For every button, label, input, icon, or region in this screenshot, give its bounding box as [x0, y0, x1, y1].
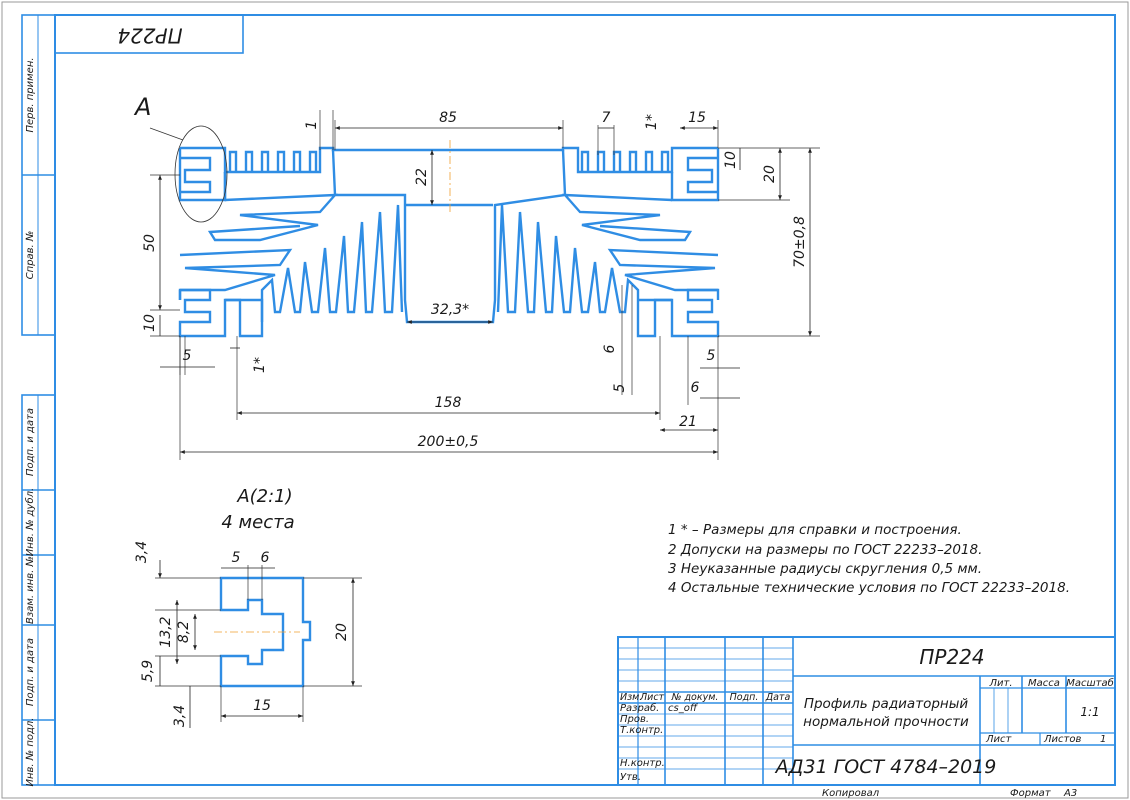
- dim-20-right: 20: [762, 165, 778, 183]
- side-strip-labels: Перв. примен. Справ. № Подп. и дата Инв.…: [24, 57, 36, 786]
- detail-a-profile: [214, 576, 312, 688]
- detail-dim-20: 20: [334, 623, 350, 641]
- tb-format-label: Формат: [1010, 788, 1052, 799]
- side-label-dubl: Инв. № дубл.: [24, 488, 36, 556]
- detail-dim-3-4-top: 3,4: [134, 541, 150, 563]
- detail-count: 4 места: [221, 512, 294, 533]
- detail-dim-6: 6: [261, 550, 270, 566]
- detail-a-dimension-labels: 3,4 5 6 13,2 8,2 20 5,9 3,4 15: [134, 541, 350, 727]
- detail-dim-5: 5: [232, 550, 241, 566]
- detail-callout-a: А: [133, 93, 151, 121]
- note-1: 1 * – Размеры для справки и построения.: [668, 522, 962, 538]
- tb-material: АД31 ГОСТ 4784–2019: [774, 756, 997, 778]
- dim-5-b: 5: [707, 348, 716, 364]
- dim-32-3: 32,3*: [431, 302, 469, 318]
- tb-row-utv: Утв.: [620, 772, 641, 783]
- tb-massa: Масса: [1028, 678, 1060, 689]
- detail-dim-13-2: 13,2: [158, 616, 174, 647]
- dim-10-right: 10: [723, 151, 739, 169]
- detail-dim-8-2: 8,2: [176, 621, 192, 643]
- tb-copied: Копировал: [822, 788, 880, 799]
- tb-col-list: Лист: [639, 692, 665, 703]
- detail-a-dimension-lines: [155, 560, 362, 728]
- side-label-podp1: Подп. и дата: [25, 408, 36, 476]
- dim-70: 70±0,8: [792, 216, 808, 268]
- tb-sheets-value: 1: [1100, 734, 1106, 745]
- tb-name-line2: нормальной прочности: [803, 714, 969, 730]
- dim-6-b: 6: [691, 380, 700, 396]
- main-dimension-lines: [150, 110, 820, 460]
- tb-sheets-label: Листов: [1043, 734, 1081, 745]
- tb-name-line1: Профиль радиаторный: [804, 696, 969, 712]
- detail-dim-15: 15: [253, 698, 271, 714]
- tb-razrab-name: cs_off: [668, 703, 699, 714]
- tb-sheet-label: Лист: [985, 734, 1013, 745]
- tb-designation: ПР224: [919, 645, 984, 669]
- note-3: 3 Неуказанные радиусы скругления 0,5 мм.: [668, 561, 982, 577]
- technical-notes: 1 * – Размеры для справки и построения. …: [668, 522, 1070, 596]
- dim-6-a: 6: [602, 344, 618, 353]
- dim-22: 22: [414, 168, 430, 186]
- tb-row-prov: Пров.: [620, 714, 649, 725]
- detail-dim-3-4-bottom: 3,4: [172, 705, 188, 727]
- dim-85: 85: [439, 110, 457, 126]
- tb-row-razrab: Разраб.: [620, 702, 659, 714]
- dim-50: 50: [142, 234, 158, 252]
- dim-5-a: 5: [612, 383, 628, 392]
- detail-dim-5-9: 5,9: [140, 660, 156, 682]
- tb-lit: Лит.: [988, 678, 1012, 689]
- dim-5-left: 5: [183, 348, 192, 364]
- title-block: [617, 636, 1116, 786]
- note-4: 4 Остальные технические условия по ГОСТ …: [668, 580, 1070, 596]
- title-block-text: ПР224 Профиль радиаторный нормальной про…: [620, 645, 1114, 799]
- tb-col-doc: № докум.: [671, 692, 719, 703]
- mirrored-designation: ПР224: [117, 24, 182, 48]
- tb-col-podp: Подп.: [730, 692, 759, 703]
- dim-1-top: 1: [304, 121, 320, 130]
- side-label-vzam: Взам. инв. №: [25, 556, 36, 624]
- side-label-sprav: Справ. №: [25, 231, 36, 280]
- tb-format-value: А3: [1063, 788, 1077, 799]
- dim-15: 15: [688, 110, 706, 126]
- dim-21: 21: [679, 414, 697, 430]
- tb-row-nkontr: Н.контр.: [620, 758, 665, 769]
- detail-title: А(2:1): [236, 486, 292, 507]
- tb-col-date: Дата: [765, 692, 791, 703]
- dim-7: 7: [602, 110, 611, 126]
- main-dimension-labels: 85 1 7 1* 15 10 20 22 70±0,8 50 10 32,3*…: [142, 110, 808, 450]
- tb-row-tkontr: Т.контр.: [620, 725, 663, 736]
- dim-1-star-low: 1*: [252, 357, 268, 373]
- dim-158: 158: [435, 395, 462, 411]
- tb-scale: 1:1: [1080, 705, 1099, 719]
- dim-10-left: 10: [142, 314, 158, 332]
- side-label-podl: Инв. № подл.: [25, 718, 36, 787]
- tb-masshtab: Масштаб: [1066, 677, 1114, 689]
- dim-1-star: 1*: [644, 114, 660, 130]
- tb-col-izm: Изм.: [620, 692, 642, 703]
- side-label-perv: Перв. примен.: [25, 57, 36, 132]
- side-label-podp2: Подп. и дата: [25, 638, 36, 706]
- note-2: 2 Допуски на размеры по ГОСТ 22233–2018.: [668, 542, 982, 558]
- dim-200: 200±0,5: [418, 434, 479, 450]
